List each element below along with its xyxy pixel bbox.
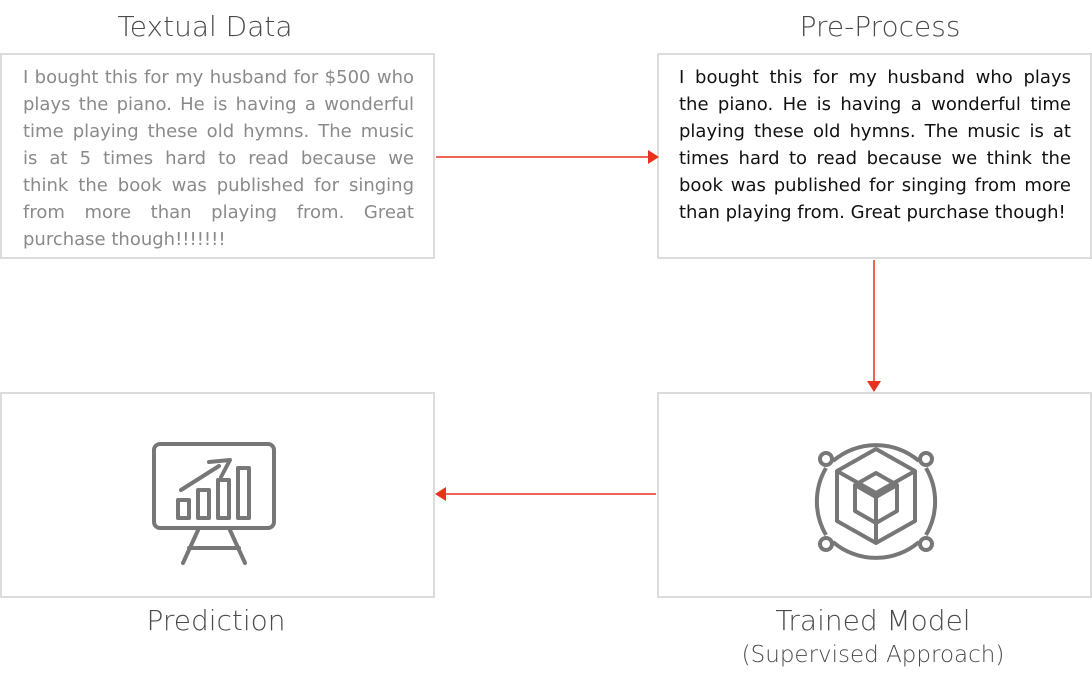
- trained-model-title: Trained Model: [775, 604, 971, 637]
- textual-data-box: I bought this for my husband for $500 wh…: [0, 53, 435, 259]
- arrow-textual-to-preprocess: [436, 150, 659, 164]
- arrow-model-to-prediction: [435, 487, 656, 501]
- cube-network-icon: [814, 443, 938, 560]
- trained-model-box: [657, 392, 1092, 598]
- presentation-chart-icon: [152, 442, 276, 565]
- pre-process-box: I bought this for my husband who plays t…: [657, 53, 1092, 259]
- pre-process-title: Pre-Process: [799, 10, 961, 43]
- trained-model-subtitle: (Supervised Approach): [741, 642, 1005, 668]
- pre-process-text: I bought this for my husband who plays t…: [679, 67, 1071, 223]
- textual-data-title: Textual Data: [117, 10, 293, 43]
- prediction-box: [0, 392, 435, 598]
- prediction-title: Prediction: [146, 604, 286, 637]
- arrow-preprocess-to-model: [867, 260, 881, 392]
- textual-data-text: I bought this for my husband for $500 wh…: [23, 67, 414, 250]
